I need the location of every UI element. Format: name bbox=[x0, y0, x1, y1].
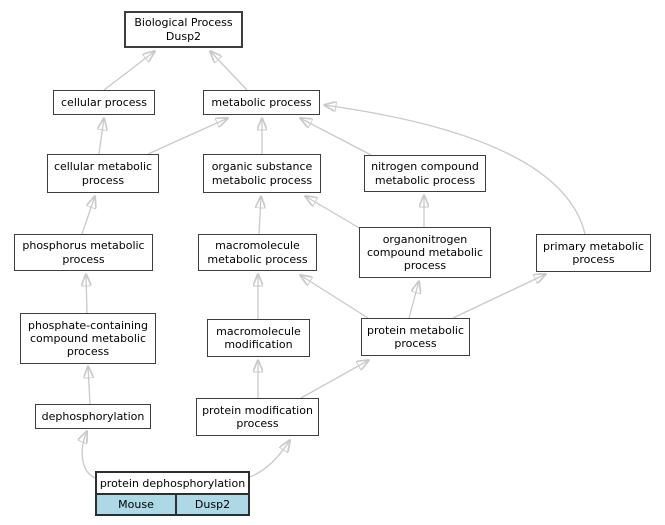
node-organonitrogen-compound-metabolic-process[interactable]: organonitrogen compound metabolic proces… bbox=[359, 227, 491, 278]
node-organic-substance-metabolic-process[interactable]: organic substance metabolic process bbox=[203, 154, 321, 193]
node-protein-dephosphorylation[interactable]: protein dephosphorylation Mouse Dusp2 bbox=[95, 471, 250, 516]
edge-protein-metabolic-to-macromolecule-metabolic bbox=[300, 275, 369, 319]
node-cellular-process[interactable]: cellular process bbox=[53, 90, 155, 115]
edge-cellular-process-to-biological-process bbox=[103, 51, 155, 91]
node-metabolic-process[interactable]: metabolic process bbox=[203, 90, 320, 115]
protein-dephosphorylation-label: protein dephosphorylation bbox=[97, 473, 248, 493]
edge-protein-metabolic-to-primary-metabolic bbox=[452, 274, 546, 319]
edge-protein-metabolic-to-organonitrogen bbox=[408, 281, 419, 319]
edge-phosphate-containing-to-phosphorus bbox=[86, 274, 87, 314]
edge-protein-dephosphorylation-to-dephosphorylation bbox=[82, 431, 96, 479]
gene-annotation-row: Mouse Dusp2 bbox=[97, 493, 248, 514]
annotation-organism-cell[interactable]: Mouse bbox=[97, 495, 175, 514]
edge-organonitrogen-to-organic-substance bbox=[305, 196, 362, 230]
node-dephosphorylation[interactable]: dephosphorylation bbox=[35, 404, 151, 429]
node-phosphate-containing-compound-metabolic-process[interactable]: phosphate-containing compound metabolic … bbox=[20, 313, 156, 364]
node-nitrogen-compound-metabolic-process[interactable]: nitrogen compound metabolic process bbox=[364, 155, 486, 192]
node-cellular-metabolic-process[interactable]: cellular metabolic process bbox=[47, 154, 159, 193]
edge-nitrogen-compound-to-metabolic-process bbox=[300, 118, 372, 156]
edge-cellular-metabolic-to-cellular-process bbox=[99, 118, 104, 155]
node-macromolecule-metabolic-process[interactable]: macromolecule metabolic process bbox=[198, 234, 317, 271]
edge-cellular-metabolic-to-metabolic-process bbox=[147, 118, 228, 155]
node-primary-metabolic-process[interactable]: primary metabolic process bbox=[536, 234, 651, 272]
edge-dephosphorylation-to-phosphate-containing bbox=[88, 366, 90, 405]
node-protein-modification-process[interactable]: protein modification process bbox=[196, 398, 319, 436]
node-macromolecule-modification[interactable]: macromolecule modification bbox=[207, 319, 310, 357]
node-phosphorus-metabolic-process[interactable]: phosphorus metabolic process bbox=[14, 234, 153, 271]
node-protein-metabolic-process[interactable]: protein metabolic process bbox=[361, 318, 470, 356]
edge-metabolic-process-to-biological-process bbox=[210, 51, 248, 91]
edge-primary-metabolic-to-metabolic-process bbox=[324, 105, 586, 235]
node-biological-process-root[interactable]: Biological Process Dusp2 bbox=[124, 11, 243, 48]
edge-protein-modification-to-protein-metabolic bbox=[300, 360, 369, 399]
edge-phosphorus-to-cellular-metabolic bbox=[81, 196, 95, 235]
annotation-gene-cell[interactable]: Dusp2 bbox=[175, 495, 248, 514]
edge-protein-dephosphorylation-to-protein-modification bbox=[249, 440, 290, 478]
edge-macromolecule-metabolic-to-organic-substance bbox=[259, 196, 261, 235]
